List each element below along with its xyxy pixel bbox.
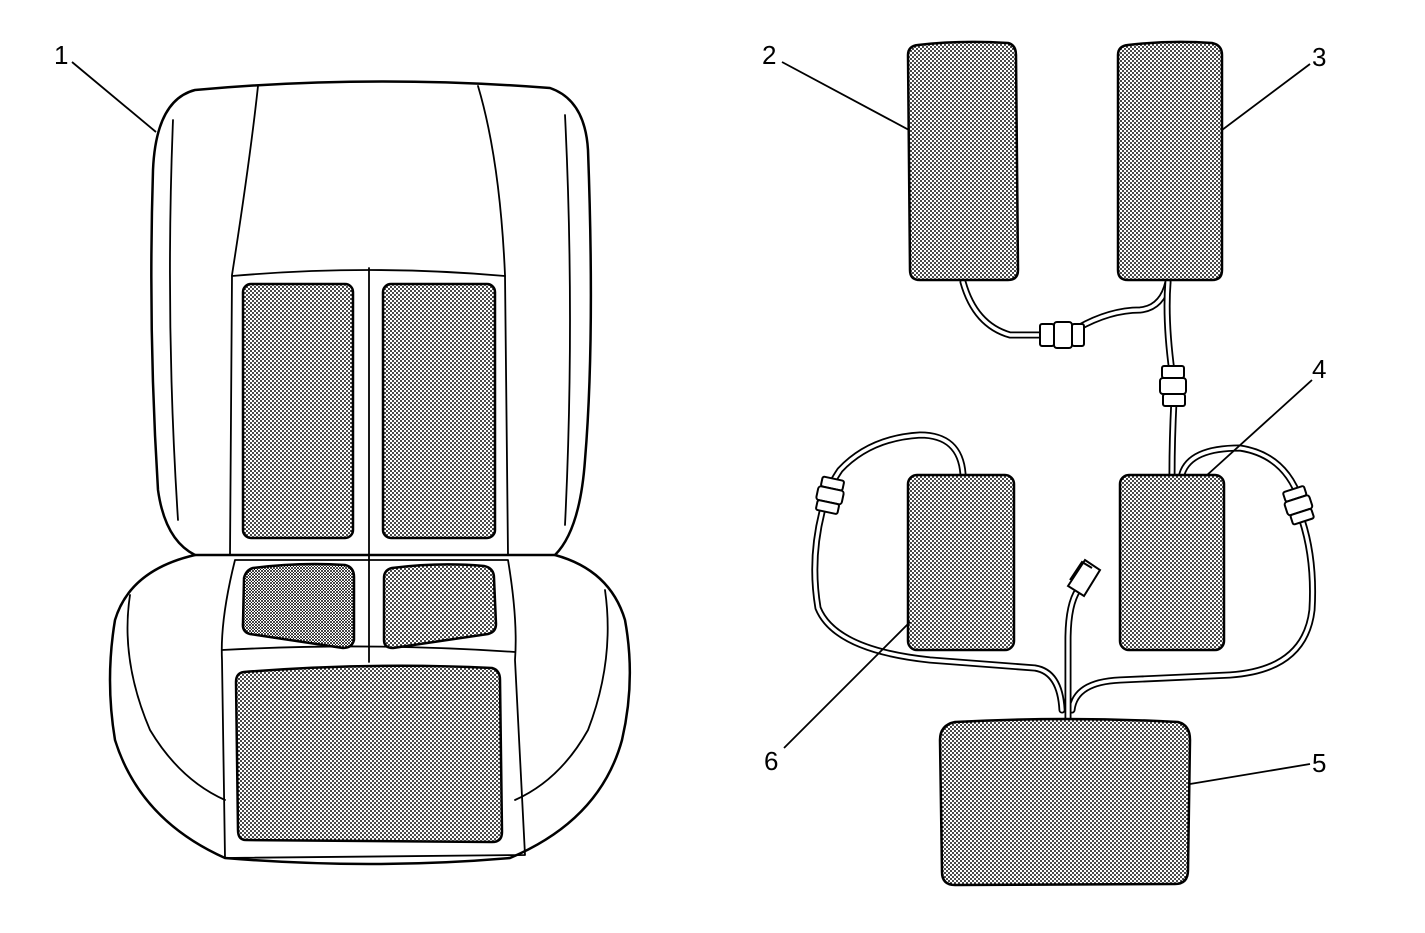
seat-back-center-panel <box>229 85 509 556</box>
seat-back-left-heater-pad <box>241 282 355 540</box>
heater-pad-5 <box>938 717 1192 887</box>
seat-assembly <box>108 80 632 866</box>
inline-connector-right <box>1282 485 1315 526</box>
seat-back-right-heater-pad <box>381 282 497 540</box>
callout-6: 6 <box>764 746 778 776</box>
leader-3 <box>1221 63 1311 131</box>
callout-numbers: 1 2 3 4 5 6 <box>54 40 1326 778</box>
heater-pad-3 <box>1116 40 1224 282</box>
inline-connector-middle <box>1159 365 1187 407</box>
leader-4 <box>1205 379 1313 477</box>
heater-elements <box>811 40 1317 887</box>
seat-back-outline <box>150 80 593 557</box>
heater-pad-2 <box>906 40 1020 282</box>
callout-1: 1 <box>54 40 68 70</box>
heater-pad-6 <box>906 473 1016 652</box>
callout-3: 3 <box>1312 42 1326 72</box>
leader-2 <box>781 61 910 131</box>
heater-pad-4 <box>1118 473 1226 652</box>
callout-leaders <box>71 61 1313 785</box>
leader-6 <box>783 621 911 749</box>
seat-cushion-outline <box>108 553 632 866</box>
seat-back-left-bolster-line <box>169 119 179 521</box>
callout-4: 4 <box>1312 354 1326 384</box>
leader-5 <box>1189 763 1311 785</box>
seat-back-right-bolster-line <box>564 114 571 526</box>
leader-1 <box>71 61 157 133</box>
seat-cushion-insert <box>220 559 526 859</box>
inline-connector-upper <box>1039 321 1085 349</box>
seat-cushion-front-heater-pad <box>234 664 504 844</box>
seat-cushion-left-roll <box>126 594 226 801</box>
seat-cushion-rear-left-heater-pad <box>241 562 356 650</box>
seat-cushion-rear-right-heater-pad <box>382 563 498 650</box>
inline-connector-left <box>815 475 845 515</box>
callout-2: 2 <box>762 40 776 70</box>
callout-5: 5 <box>1312 748 1326 778</box>
harness-connector-plug <box>1066 558 1102 598</box>
seat-cushion-right-roll <box>514 589 609 801</box>
